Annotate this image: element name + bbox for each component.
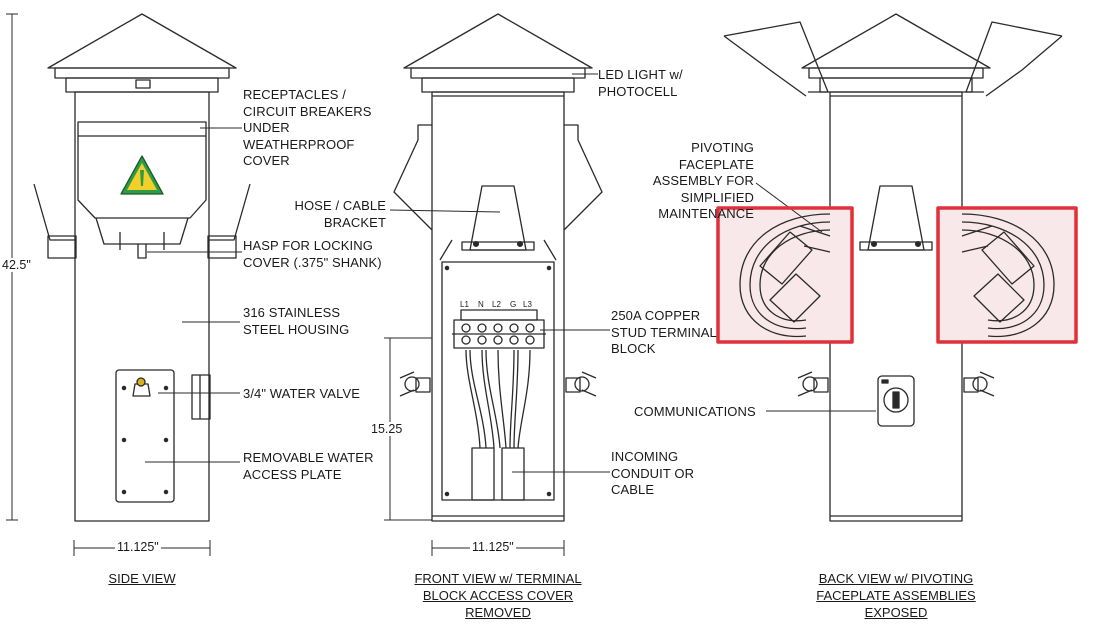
front-height-dim: 15.25 — [369, 422, 405, 436]
side-width-dim: 11.125" — [115, 540, 161, 554]
side-height-dim: 42.5" — [0, 258, 33, 272]
label-communications: COMMUNICATIONS — [634, 404, 756, 419]
front-valve-right — [565, 371, 597, 397]
back-valve-left — [797, 371, 829, 397]
terminal-studs — [461, 323, 535, 345]
label-housing: 316 STAINLESS STEEL HOUSING — [243, 305, 350, 337]
label-hasp: HASP FOR LOCKING COVER (.375" SHANK) — [243, 238, 382, 270]
back-valve-right — [963, 371, 995, 397]
terminal-label-n: N — [478, 300, 484, 309]
label-led-light: LED LIGHT w/ PHOTOCELL — [598, 67, 683, 99]
left-faceplate-assembly — [718, 208, 852, 342]
label-hose-bracket: HOSE / CABLE BRACKET — [294, 198, 386, 230]
warning-triangle-icon — [120, 155, 164, 195]
label-conduit: INCOMING CONDUIT OR CABLE — [611, 449, 695, 497]
highlight-box-left — [716, 206, 854, 344]
highlight-box-right — [936, 206, 1078, 344]
front-view-dimensions — [384, 73, 610, 556]
label-pivoting-faceplate: PIVOTING FACEPLATE ASSEMBLY FOR SIMPLIFI… — [652, 140, 754, 221]
front-width-dim: 11.125" — [470, 540, 516, 554]
terminal-label-l2: L2 — [492, 300, 501, 309]
side-view-dimensions — [6, 13, 242, 556]
label-water-valve: 3/4" WATER VALVE — [243, 386, 360, 401]
caption-front-view: FRONT VIEW w/ TERMINAL BLOCK ACCESS COVE… — [414, 571, 582, 620]
label-access-plate: REMOVABLE WATER ACCESS PLATE — [243, 450, 374, 482]
side-view-pedestal — [33, 13, 251, 522]
caption-back-view: BACK VIEW w/ PIVOTING FACEPLATE ASSEMBLI… — [816, 571, 976, 620]
terminal-label-l3: L3 — [523, 300, 532, 309]
front-valve-left — [399, 371, 431, 397]
terminal-label-l1: L1 — [460, 300, 469, 309]
front-view-pedestal — [393, 13, 603, 522]
caption-side-view: SIDE VIEW — [108, 571, 176, 586]
terminal-label-g: G — [510, 300, 517, 309]
communications-box — [877, 375, 915, 427]
right-faceplate-assembly — [938, 208, 1076, 342]
label-receptacles: RECEPTACLES / CIRCUIT BREAKERS UNDER WEA… — [243, 87, 372, 168]
back-view-pedestal — [718, 13, 1076, 522]
label-terminal-block: 250A COPPER STUD TERMINAL BLOCK — [611, 308, 717, 356]
